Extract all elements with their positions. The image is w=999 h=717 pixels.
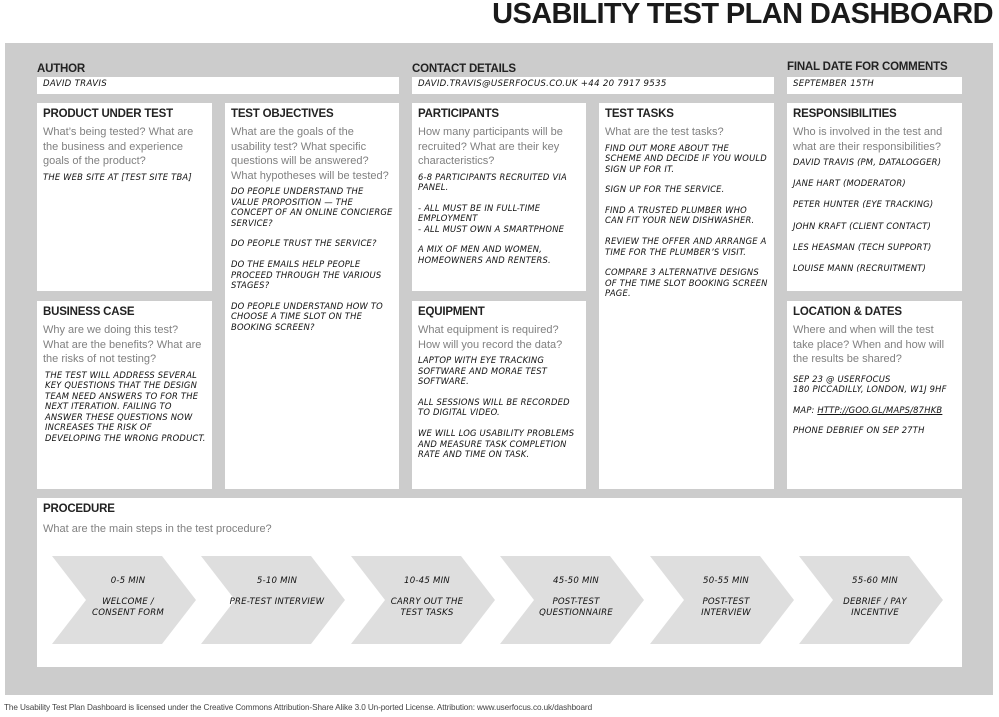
panel-question: What equipment is required? How will you… [418, 324, 563, 351]
step-time: 0-5 MIN [110, 576, 146, 586]
answer-item: DO PEOPLE UNDERSTAND THE VALUE PROPOSITI… [231, 186, 393, 228]
contact-details-field[interactable]: DAVID.TRAVIS@USERFOCUS.CO.UK +44 20 7917… [412, 77, 774, 94]
step-time: 55-60 MIN [852, 576, 898, 586]
panel-answers[interactable]: THE WEB SITE AT [TEST SITE TBA] [43, 172, 206, 183]
procedure-step: 10-45 MIN CARRY OUT THE TEST TASKS [351, 556, 495, 644]
procedure-step: 0-5 MIN WELCOME / CONSENT FORM [52, 556, 196, 644]
answer-item: SEP 23 @ USERFOCUS 180 PICCADILLY, LONDO… [793, 373, 947, 395]
answer-item: DO PEOPLE TRUST THE SERVICE? [231, 238, 377, 249]
panel-answers[interactable]: FIND OUT MORE ABOUT THE SCHEME AND DECID… [605, 143, 768, 300]
answer-item: PETER HUNTER (EYE TRACKING) [793, 199, 934, 210]
panel-location-dates: LOCATION & DATES Where and when will the… [787, 301, 962, 489]
panel-question: What are the main steps in the test proc… [43, 523, 272, 535]
author-label: AUTHOR [37, 63, 85, 75]
panel-question: How many participants will be recruited?… [418, 126, 563, 167]
chevron-arrow-icon [650, 556, 794, 644]
map-link[interactable]: HTTP://GOO.GL/MAPS/87HKB [817, 404, 943, 415]
panel-answers[interactable]: DAVID TRAVIS (PM, DATALOGGER) JANE HART … [793, 157, 956, 274]
step-time: 5-10 MIN [256, 576, 298, 586]
answer-item: - ALL MUST BE IN FULL-TIME EMPLOYMENT - … [418, 202, 565, 234]
answer-item: LOUISE MANN (RECRUITMENT) [793, 262, 926, 273]
chevron-arrow-icon [799, 556, 943, 644]
panel-test-tasks: TEST TASKS What are the test tasks? FIND… [599, 103, 774, 489]
answer-item: LES HEASMAN (TECH SUPPORT) [793, 241, 932, 252]
answer-item: WE WILL LOG USABILITY PROBLEMS AND MEASU… [418, 427, 575, 460]
panel-test-objectives: TEST OBJECTIVES What are the goals of th… [225, 103, 399, 489]
answer-item: DO PEOPLE UNDERSTAND HOW TO CHOOSE A TIM… [231, 300, 383, 332]
step-label: WELCOME / CONSENT FORM [92, 596, 164, 618]
panel-answers[interactable]: THE TEST WILL ADDRESS SEVERAL KEY QUESTI… [43, 370, 206, 444]
author-field[interactable]: DAVID TRAVIS [37, 77, 399, 94]
contact-details-label: CONTACT DETAILS [412, 63, 516, 75]
panel-question: Who is involved in the test and what are… [793, 126, 943, 153]
panel-responsibilities: RESPONSIBILITIES Who is involved in the … [787, 103, 962, 291]
panel-heading: TEST OBJECTIVES [231, 108, 334, 120]
step-label: POST-TEST QUESTIONNAIRE [539, 596, 613, 618]
license-footer: The Usability Test Plan Dashboard is lic… [4, 703, 593, 712]
answer-item: 6-8 PARTICIPANTS RECRUITED VIA PANEL. [418, 171, 567, 193]
procedure-step: 45-50 MIN POST-TEST QUESTIONNAIRE [500, 556, 644, 644]
final-date-field[interactable]: SEPTEMBER 15TH [787, 77, 962, 94]
answer-item: JOHN KRAFT (CLIENT CONTACT) [793, 220, 931, 231]
panel-question: Why are we doing this test? What are the… [43, 324, 202, 365]
panel-answers[interactable]: 6-8 PARTICIPANTS RECRUITED VIA PANEL. - … [418, 172, 580, 266]
map-line: MAP: HTTP://GOO.GL/MAPS/87HKB [793, 405, 956, 416]
answer-item: ALL SESSIONS WILL BE RECORDED TO DIGITAL… [418, 396, 570, 418]
answer-item: FIND A TRUSTED PLUMBER WHO CAN FIT YOUR … [605, 204, 755, 226]
answer-item: DAVID TRAVIS (PM, DATALOGGER) [793, 157, 942, 167]
panel-heading: EQUIPMENT [418, 306, 485, 318]
panel-question: What are the goals of the usability test… [231, 126, 389, 182]
step-label: PRE-TEST INTERVIEW [229, 596, 325, 607]
panel-question: What are the test tasks? [605, 126, 724, 138]
answer-item: LAPTOP WITH EYE TRACKING SOFTWARE AND MO… [418, 355, 548, 387]
step-time: 50-55 MIN [703, 576, 749, 586]
procedure-step: 55-60 MIN DEBRIEF / PAY INCENTIVE [799, 556, 943, 644]
panel-heading: RESPONSIBILITIES [793, 108, 897, 120]
procedure-step: 50-55 MIN POST-TEST INTERVIEW [650, 556, 794, 644]
step-time: 45-50 MIN [553, 576, 599, 586]
panel-business-case: BUSINESS CASE Why are we doing this test… [37, 301, 212, 489]
panel-heading: BUSINESS CASE [43, 306, 135, 318]
panel-participants: PARTICIPANTS How many participants will … [412, 103, 586, 291]
answer-item: REVIEW THE OFFER AND ARRANGE A TIME FOR … [605, 236, 767, 257]
step-label: DEBRIEF / PAY INCENTIVE [843, 596, 907, 618]
step-label: POST-TEST INTERVIEW [701, 596, 751, 618]
step-time: 10-45 MIN [404, 576, 450, 586]
panel-heading: PROCEDURE [43, 503, 115, 515]
final-date-label: FINAL DATE FOR COMMENTS [787, 61, 948, 73]
panel-heading: LOCATION & DATES [793, 306, 902, 318]
answer-item: THE WEB SITE AT [TEST SITE TBA] [43, 171, 192, 182]
panel-answers[interactable]: DO PEOPLE UNDERSTAND THE VALUE PROPOSITI… [231, 186, 393, 333]
answer-item: SIGN UP FOR THE SERVICE. [605, 184, 725, 195]
procedure-step: 5-10 MIN PRE-TEST INTERVIEW [201, 556, 345, 644]
answer-item: FIND OUT MORE ABOUT THE SCHEME AND DECID… [605, 142, 767, 174]
chevron-arrow-icon [500, 556, 644, 644]
panel-answers[interactable]: LAPTOP WITH EYE TRACKING SOFTWARE AND MO… [418, 355, 580, 460]
answer-item: A MIX OF MEN AND WOMEN, HOMEOWNERS AND R… [418, 244, 551, 266]
panel-answers[interactable]: SEP 23 @ USERFOCUS 180 PICCADILLY, LONDO… [793, 374, 956, 436]
panel-question: Where and when will the test take place?… [793, 324, 945, 365]
chevron-arrow-icon [351, 556, 495, 644]
answer-item: PHONE DEBRIEF ON SEP 27TH [793, 425, 925, 436]
panel-equipment: EQUIPMENT What equipment is required? Ho… [412, 301, 586, 489]
answer-item: JANE HART (MODERATOR) [793, 178, 906, 189]
answer-item: THE TEST WILL ADDRESS SEVERAL KEY QUESTI… [45, 369, 206, 444]
panel-question: What’s being tested? What are the busine… [43, 126, 194, 167]
panel-heading: PRODUCT UNDER TEST [43, 108, 173, 120]
panel-heading: TEST TASKS [605, 108, 674, 120]
page-title: USABILITY TEST PLAN DASHBOARD [492, 0, 993, 30]
answer-item: DO THE EMAILS HELP PEOPLE PROCEED THROUG… [231, 258, 382, 291]
chevron-arrow-icon [201, 556, 345, 644]
map-label: MAP: [793, 404, 818, 415]
panel-heading: PARTICIPANTS [418, 108, 499, 120]
chevron-arrow-icon [52, 556, 196, 644]
panel-product-under-test: PRODUCT UNDER TEST What’s being tested? … [37, 103, 212, 291]
step-label: CARRY OUT THE TEST TASKS [390, 596, 464, 618]
answer-item: COMPARE 3 ALTERNATIVE DESIGNS OF THE TIM… [605, 267, 768, 299]
